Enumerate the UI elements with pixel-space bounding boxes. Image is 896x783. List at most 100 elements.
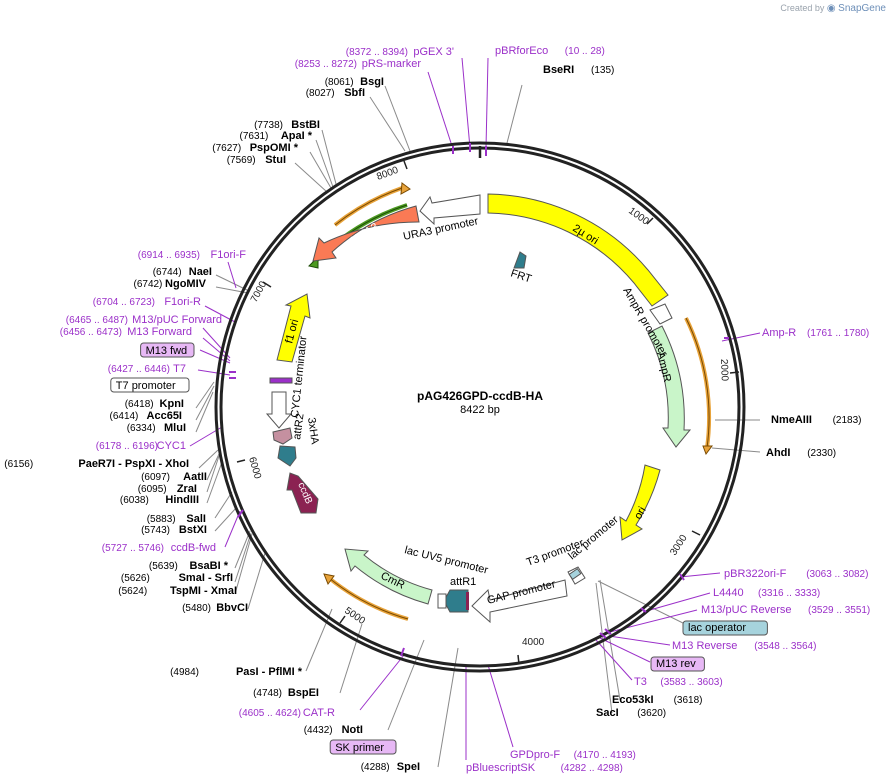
label-name: BsaBI *	[189, 560, 228, 572]
feature-ori	[619, 464, 661, 541]
label-name: M13 Reverse	[672, 640, 737, 652]
label-ahdi: AhdI(2330)	[766, 447, 836, 459]
label-position: (6704 .. 6723)	[93, 297, 155, 308]
label-position: (4288)	[361, 762, 390, 773]
label-name: SbfI	[344, 87, 365, 99]
label-m13-rev: M13 rev	[650, 656, 705, 672]
feature-attr1-stripe	[466, 592, 469, 610]
label-position: (3583 .. 3603)	[660, 677, 722, 688]
label-bsabi: BsaBI *(5639)	[149, 560, 229, 572]
plasmid-length: 8422 bp	[460, 404, 500, 416]
orange-arrow-head-bottom	[323, 573, 335, 586]
snapgene-logo-icon: ◉	[826, 3, 836, 14]
label-lac-promoter: lac promoter	[566, 514, 621, 563]
label-position: (6097)	[141, 472, 170, 483]
feature-lac-uv5-box	[437, 593, 447, 609]
label-m13-forward: M13 Forward(6456 .. 6473)	[60, 326, 192, 338]
label-name: BstBI	[291, 119, 320, 131]
label-mlui: MluI(6334)	[127, 422, 186, 434]
label-position: (135)	[591, 65, 614, 76]
label-position: (6418)	[125, 399, 154, 410]
label-sbfi: SbfI(8027)	[306, 87, 365, 99]
feature-ampr	[647, 325, 692, 448]
label-position: (6178 .. 6196)	[96, 441, 158, 452]
feature-attr2	[277, 445, 297, 467]
label-name: BseRI	[543, 64, 574, 76]
label-name: PasI - PflMI *	[236, 666, 303, 678]
label-bspei: BspEI(4748)	[253, 687, 319, 699]
label-ngomiv: NgoMIV(6742)	[133, 278, 206, 290]
label-pbrforeco: pBRforEco(10 .. 28)	[495, 45, 605, 57]
label-ccdb-fwd: ccdB-fwd(5727 .. 5746)	[102, 542, 216, 554]
label-name: AhdI	[766, 447, 790, 459]
label-name: NaeI	[189, 266, 212, 278]
feature-ampr-promoter	[649, 303, 673, 325]
label-t7: T7(6427 .. 6446)	[108, 363, 186, 375]
label-box	[140, 342, 195, 358]
label-name: CYC1	[157, 440, 186, 452]
label-name: Amp-R	[762, 327, 796, 339]
feature-attr1	[443, 589, 469, 613]
orange-arrow-head-right	[702, 445, 713, 456]
label-acc65i: Acc65I(6414)	[109, 410, 182, 422]
feature-cmr	[344, 548, 433, 605]
label-name: T7 promoter	[116, 380, 176, 392]
feature-cyc1-marker	[269, 377, 293, 384]
label-lac-uv5: lac UV5 promoter	[403, 544, 489, 576]
primer-binding-arcs	[312, 186, 711, 621]
label-name: pBRforEco	[495, 45, 548, 57]
scale-ticks	[236, 160, 740, 665]
snapgene-wordmark: SnapGene	[838, 3, 886, 14]
label-pasi: PasI - PflMI *(4984)	[170, 666, 303, 678]
feature-frt	[513, 251, 527, 269]
label-position: (6414)	[109, 411, 138, 422]
label-name: M13 rev	[656, 658, 696, 670]
label-name: HindIII	[165, 494, 199, 506]
label-name: SpeI	[397, 761, 420, 773]
label-name: ApaI *	[281, 130, 313, 142]
label-bstxi: BstXI(5743)	[141, 524, 207, 536]
label-position: (7738)	[254, 120, 283, 131]
label-noti: NotI(4432)	[304, 724, 363, 736]
label-name: KpnI	[160, 398, 184, 410]
label-name: pBluescriptSK	[466, 762, 536, 774]
label-bsgi: BsgI(8061)	[325, 76, 384, 88]
label-name: L4440	[713, 587, 744, 599]
label-name: T7	[173, 363, 186, 375]
label-pgex-3: pGEX 3'(8372 .. 8394)	[346, 46, 454, 58]
label-position: (3529 .. 3551)	[808, 605, 870, 616]
feature-ura3-promoter	[419, 194, 481, 226]
label-bstbi: BstBI (7738)	[254, 119, 320, 131]
label-position: (4170 .. 4193)	[574, 750, 636, 761]
label-box	[110, 377, 190, 393]
label-name: NotI	[342, 724, 363, 736]
label-position: (8061)	[325, 77, 354, 88]
label-nmeaiii: NmeAIII(2183)	[771, 414, 862, 426]
plasmid-name: pAG426GPD-ccdB-HA	[417, 389, 543, 403]
label-aatii: AatII(6097)	[141, 471, 207, 483]
label-name: pGEX 3'	[413, 46, 454, 58]
label-name: CAT-R	[303, 707, 335, 719]
label-box	[682, 620, 768, 636]
label-bbvci: BbvCI(5480)	[182, 602, 248, 614]
label-name: F1ori-R	[164, 296, 201, 308]
label-name: SalI	[186, 513, 206, 525]
label-position: (6456 .. 6473)	[60, 327, 122, 338]
label-position: (5743)	[141, 525, 170, 536]
labels-right: BseRI(135)pBRforEco(10 .. 28)Amp-R(1761 …	[466, 45, 870, 774]
label-ori: ori	[632, 505, 649, 522]
label-position: (3316 .. 3333)	[758, 588, 820, 599]
label-name: pRS-marker	[362, 58, 422, 70]
label-name: T3	[634, 676, 647, 688]
label-attr1: attR1	[450, 576, 476, 588]
primer-connectors	[189, 57, 761, 760]
label-bseri: BseRI (135)	[543, 64, 614, 76]
label-tspmi: TspMI - XmaI(5624)	[118, 585, 237, 597]
feature-ccdb	[286, 472, 319, 514]
label-position: (4282 .. 4298)	[561, 763, 623, 774]
label-kpni: KpnI (6418)	[125, 398, 184, 410]
label-saci: SacI(3620)	[596, 707, 666, 719]
label-hindiii: HindIII(6038)	[120, 494, 199, 506]
label-position: (6465 .. 6487)	[66, 315, 128, 326]
